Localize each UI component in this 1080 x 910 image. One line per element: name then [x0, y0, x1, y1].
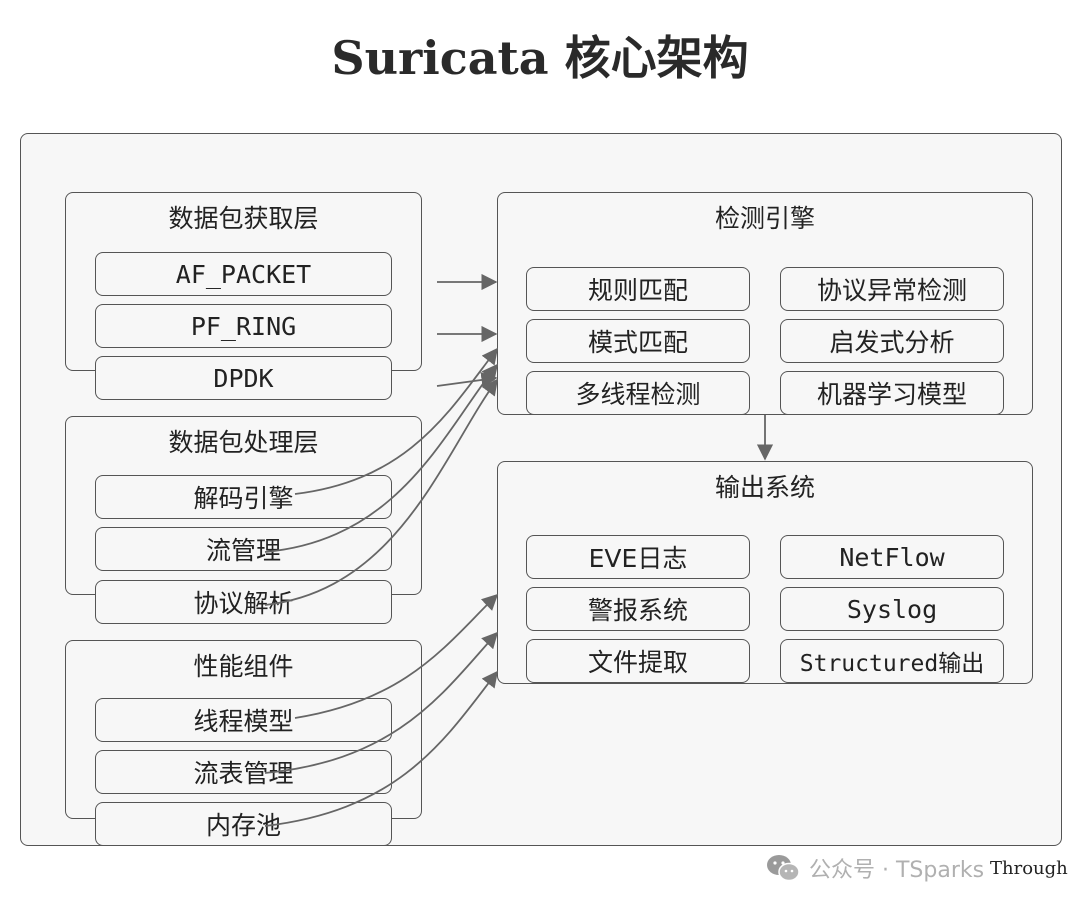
- node-protocol-anomaly-detection: 协议异常检测: [780, 267, 1004, 311]
- node-rule-matching: 规则匹配: [526, 267, 750, 311]
- node-multithread-detection: 多线程检测: [526, 371, 750, 415]
- watermark-channel: 公众号 · TSparks: [809, 858, 985, 883]
- node-eve-log: EVE日志: [526, 535, 750, 579]
- node-structured-output: Structured输出: [780, 639, 1004, 683]
- group-detection-title: 检测引擎: [714, 204, 815, 233]
- group-performance-title: 性能组件: [193, 652, 294, 681]
- group-capture-title: 数据包获取层: [168, 204, 319, 233]
- watermark-overlay-text: Through: [990, 858, 1068, 879]
- node-netflow: NetFlow: [780, 535, 1004, 579]
- node-heuristic-analysis: 启发式分析: [780, 319, 1004, 363]
- watermark: 公众号 · TSparks: [765, 852, 984, 884]
- node-pf-ring: PF_RING: [95, 304, 392, 348]
- node-syslog: Syslog: [780, 587, 1004, 631]
- wechat-icon: [767, 855, 800, 882]
- node-flow-table-management: 流表管理: [95, 750, 392, 794]
- node-decode-engine: 解码引擎: [95, 475, 392, 519]
- node-af-packet: AF_PACKET: [95, 252, 392, 296]
- node-pattern-matching: 模式匹配: [526, 319, 750, 363]
- diagram-title: Suricata 核心架构: [331, 31, 749, 85]
- node-file-extraction: 文件提取: [526, 639, 750, 683]
- group-processing-title: 数据包处理层: [168, 428, 319, 457]
- node-flow-management: 流管理: [95, 527, 392, 571]
- node-thread-model: 线程模型: [95, 698, 392, 742]
- node-memory-pool: 内存池: [95, 802, 392, 846]
- node-dpdk: DPDK: [95, 356, 392, 400]
- node-alert-system: 警报系统: [526, 587, 750, 631]
- group-output-title: 输出系统: [714, 473, 815, 502]
- node-protocol-parsing: 协议解析: [95, 580, 392, 624]
- node-machine-learning-model: 机器学习模型: [780, 371, 1004, 415]
